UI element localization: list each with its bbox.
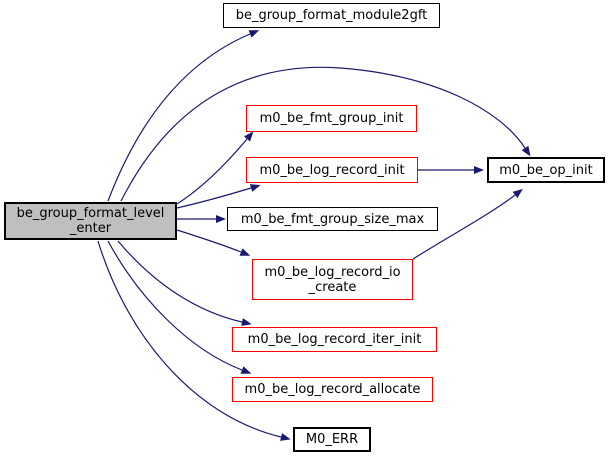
node-label-line1: be_group_format_level (16, 206, 165, 221)
node-label: M0_ERR (305, 432, 359, 447)
edge-focus-to-log-record-allocate (107, 240, 252, 374)
node-m0-be-log-record-iter-init[interactable]: m0_be_log_record_iter_init (232, 327, 437, 352)
node-label-line1: m0_be_log_record_io (264, 264, 401, 280)
node-label: m0_be_log_record_allocate (244, 382, 421, 397)
node-m0-err[interactable]: M0_ERR (293, 427, 371, 452)
node-be-group-format-level-enter[interactable]: be_group_format_level _enter (4, 202, 177, 240)
edge-focus-to-m0-err (97, 240, 291, 441)
node-label-line2: _enter (69, 221, 112, 236)
node-m0-be-log-record-allocate[interactable]: m0_be_log_record_allocate (232, 377, 433, 402)
edge-focus-to-log-record-init (176, 184, 261, 209)
edge-focus-to-module2gft (107, 30, 260, 202)
node-label: m0_be_fmt_group_init (259, 111, 404, 126)
node-m0-be-fmt-group-init[interactable]: m0_be_fmt_group_init (246, 105, 417, 132)
edge-focus-to-log-record-iter-init (117, 240, 252, 326)
edge-focus-to-op-init (120, 66, 531, 202)
edge-focus-to-log-record-io-create (176, 229, 251, 256)
edge-focus-to-fmt-group-init (176, 131, 254, 205)
edge-log-record-io-create-to-op-init (412, 188, 523, 260)
node-label: m0_be_log_record_iter_init (247, 332, 422, 347)
node-label: m0_be_log_record_init (259, 162, 405, 178)
node-label: m0_be_fmt_group_size_max (240, 211, 425, 227)
node-label: be_group_format_module2gft (235, 8, 428, 23)
node-m0-be-fmt-group-size-max[interactable]: m0_be_fmt_group_size_max (227, 207, 438, 231)
node-m0-be-log-record-io-create[interactable]: m0_be_log_record_io _create (252, 259, 413, 300)
node-m0-be-op-init[interactable]: m0_be_op_init (487, 157, 605, 183)
node-label-line2: _create (308, 279, 357, 295)
node-m0-be-log-record-init[interactable]: m0_be_log_record_init (246, 157, 418, 183)
node-be-group-format-module2gft[interactable]: be_group_format_module2gft (223, 3, 440, 28)
node-label: m0_be_op_init (499, 162, 593, 178)
